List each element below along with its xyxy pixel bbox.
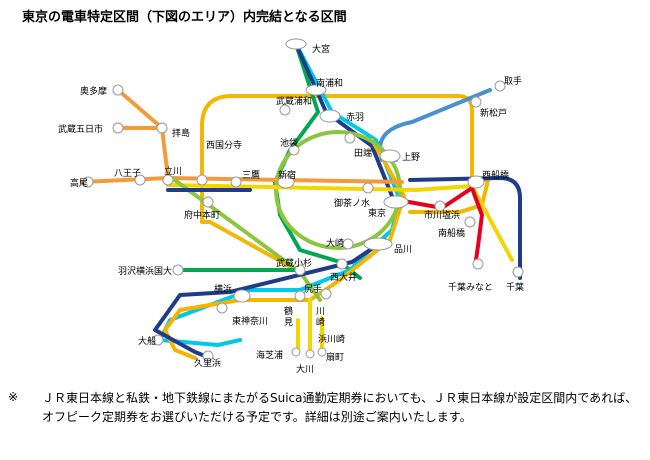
station-omiya: [285, 38, 307, 50]
label-tachikawa: 立川: [164, 165, 182, 177]
station-ofuna: [152, 334, 164, 346]
label-nishi-funabashi: 西船橋: [482, 169, 509, 181]
note-mark: ※: [8, 390, 19, 404]
station-higashi-kanagawa: [216, 302, 228, 314]
station-kurihama: [202, 350, 214, 362]
musashino-line-south: [208, 220, 302, 274]
label-fuchu-hommachi: 府中本町: [184, 209, 220, 221]
musashino-line-west: [200, 94, 234, 224]
label-chiba-minato: 千葉みなと: [448, 281, 493, 293]
station-fuchu-hommachi: [202, 196, 214, 208]
station-tokyo: [383, 195, 409, 209]
label-nishi-oi: 西大井: [330, 271, 357, 283]
label-shinjuku: 新宿: [278, 169, 296, 181]
label-nishi-kokubunji: 西国分寺: [206, 140, 242, 151]
label-omiya: 大宮: [312, 43, 330, 55]
label-kurihama: 久里浜: [194, 357, 221, 369]
station-okawa: [305, 349, 315, 359]
label-tokyo: 東京: [368, 207, 386, 219]
yokosuka-sobu-line: [153, 176, 522, 360]
station-shinagawa: [363, 237, 393, 251]
station-nishi-oi: [336, 258, 348, 270]
label-ichikawa-shiohama: 市川塩浜: [424, 209, 460, 221]
label-minami-funabashi: 南船橋: [438, 227, 465, 239]
label-ikebukuro: 池袋: [280, 137, 298, 149]
page-heading: 東京の電車特定区間（下図のエリア）内完結となる区間: [22, 10, 347, 25]
chuo-sobu-line: [166, 183, 514, 262]
station-chiba: [512, 266, 524, 278]
station-yokohama: [233, 289, 251, 303]
station-toride: [494, 80, 506, 92]
station-shiriteuchi: [320, 288, 332, 300]
station-tachikawa: [162, 174, 174, 186]
label-okawa: 大川: [296, 363, 314, 375]
station-osaki: [342, 238, 354, 250]
route-map: 大宮 南浦和 武蔵浦和 赤羽 取手 新松戸 奥多摩 武蔵五日市 拝島 池袋 田端…: [58, 38, 524, 375]
station-minami-urawa: [305, 84, 327, 96]
label-higashi-kanagawa: 東神奈川: [232, 315, 268, 327]
station-musashi-itsukaichi: [112, 122, 124, 134]
station-haijima: [156, 122, 168, 134]
station-takao: [82, 176, 94, 188]
station-nishi-funabashi: [467, 175, 485, 189]
station-shinjuku: [277, 175, 295, 189]
label-kawasaki-1: 川: [316, 307, 325, 317]
label-takao: 高尾: [70, 177, 88, 189]
label-ogimachi: 扇町: [326, 351, 344, 363]
station-hazawa: [172, 264, 184, 276]
station-chiba-minato: [472, 258, 484, 270]
station-hachioji: [134, 174, 146, 186]
shonan-shinjuku-line: [294, 42, 394, 198]
station-ikebukuro: [288, 144, 300, 156]
station-mitaka: [230, 176, 242, 188]
label-minami-urawa: 南浦和: [316, 77, 343, 89]
station-ichikawa-shiohama: [434, 200, 446, 212]
station-minami-funabashi: [464, 216, 476, 228]
station-nishi-kokubunji: [196, 174, 208, 186]
label-akabane: 赤羽: [346, 112, 364, 123]
label-musashi-itsukaichi: 武蔵五日市: [58, 123, 103, 135]
label-ochanomizu: 御茶ノ水: [334, 197, 370, 209]
tsurumi-line: [296, 298, 324, 354]
station-shin-matsudo: [470, 96, 482, 108]
label-toride: 取手: [504, 75, 522, 87]
station-okutama: [112, 84, 124, 96]
station-musashi-kosugi: [294, 264, 306, 276]
station-ogimachi: [317, 347, 327, 357]
label-shiriteuchi: 尻手: [304, 283, 322, 295]
label-kawasaki-2: 崎: [316, 316, 325, 328]
label-tsurumi-1: 鶴: [284, 305, 293, 317]
label-okutama: 奥多摩: [80, 85, 107, 97]
label-mitaka: 三鷹: [242, 169, 260, 181]
station-umi-shibaura: [291, 347, 301, 357]
nambu-line: [170, 176, 322, 302]
label-ueno: 上野: [402, 152, 420, 163]
label-musashi-urawa: 武蔵浦和: [276, 95, 312, 107]
station-akabane: [319, 109, 341, 123]
label-musashi-kosugi: 武蔵小杉: [276, 257, 312, 269]
label-tsurumi-2: 見: [284, 317, 293, 328]
label-chiba: 千葉: [506, 281, 524, 293]
label-haijima: 拝島: [172, 127, 190, 139]
label-hachioji: 八王子: [114, 168, 141, 179]
label-ofuna: 大船: [138, 335, 156, 347]
label-hamakawasaki: 浜川崎: [318, 333, 345, 345]
footnote: ＪＲ東日本線と私鉄・地下鉄線にまたがるSuica通勤定期券においても、ＪＲ東日本…: [42, 391, 638, 424]
label-shin-matsudo: 新松戸: [480, 107, 507, 119]
label-osaki: 大崎: [326, 237, 344, 249]
station-tsurumi: [294, 290, 306, 302]
label-hazawa: 羽沢横浜国大: [118, 265, 172, 277]
label-umi-shibaura: 海芝浦: [256, 349, 283, 361]
station-musashi-urawa: [279, 104, 291, 116]
label-tabata: 田端: [354, 147, 372, 159]
station-tabata: [344, 132, 356, 144]
station-ochanomizu: [362, 182, 374, 194]
station-ueno: [379, 149, 401, 163]
label-shinagawa: 品川: [394, 244, 412, 255]
label-yokohama: 横浜: [214, 283, 232, 295]
